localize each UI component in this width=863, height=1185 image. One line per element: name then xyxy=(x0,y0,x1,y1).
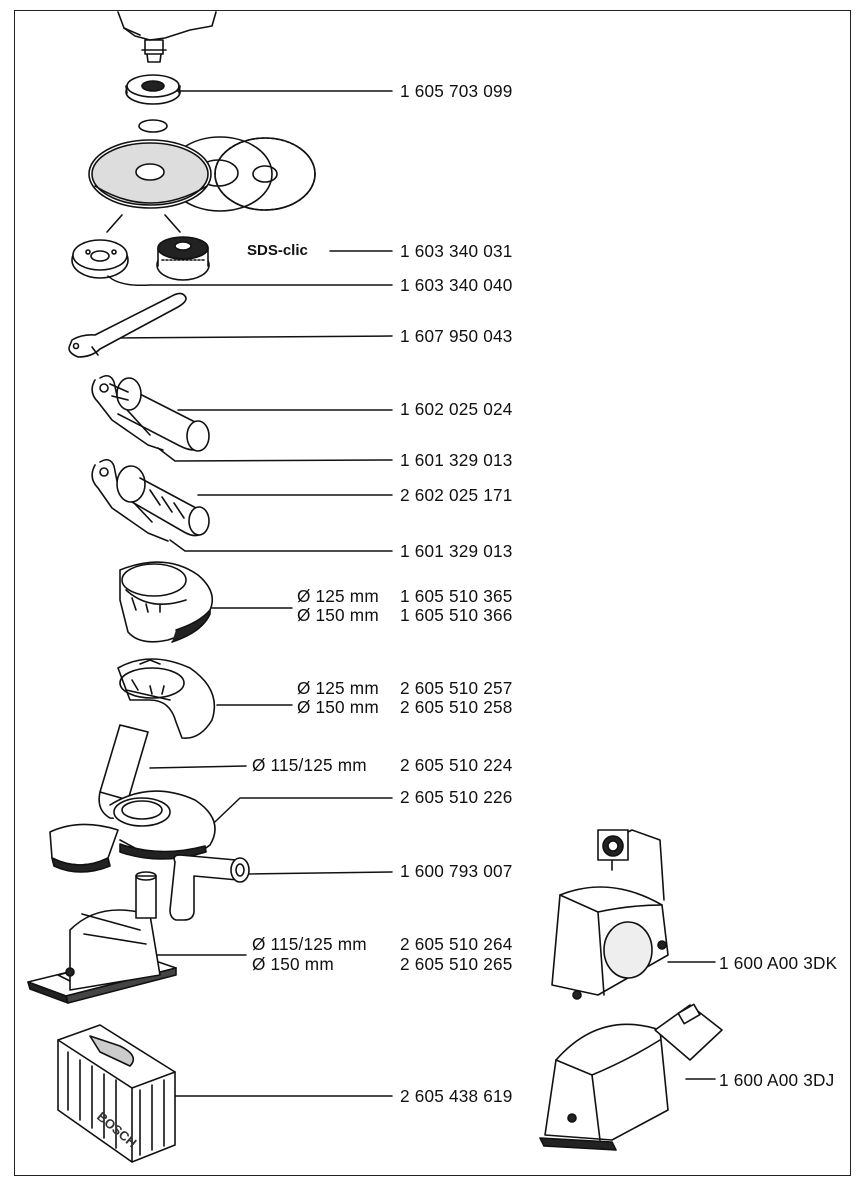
grinder-spindle-drawing xyxy=(117,11,217,63)
part-number: 1 605 510 366 xyxy=(400,605,513,625)
part-number: 2 605 510 224 xyxy=(400,755,513,775)
side-handle-drawing xyxy=(91,374,210,452)
guard-1-drawing xyxy=(119,561,214,643)
guard-2-drawing xyxy=(117,658,216,739)
size-label: Ø 115/125 mm xyxy=(252,755,367,775)
diagram-frame xyxy=(14,10,851,1176)
size-label: Ø 115/125 mm xyxy=(252,934,367,954)
part-number: 1 601 329 013 xyxy=(400,450,513,470)
part-number: 2 605 438 619 xyxy=(400,1086,513,1106)
cutting-guard-3dj-drawing xyxy=(539,1003,723,1151)
size-label: Ø 125 mm xyxy=(297,586,379,606)
part-number: 2 605 510 257 xyxy=(400,678,513,698)
part-number: 1 605 703 099 xyxy=(400,81,513,101)
part-number: 2 602 025 171 xyxy=(400,485,513,505)
size-label: Ø 150 mm xyxy=(297,697,379,717)
part-number: 1 603 340 031 xyxy=(400,241,513,261)
sds-clic-badge: SDS-clic xyxy=(247,242,308,259)
part-number: 1 607 950 043 xyxy=(400,326,513,346)
size-label: Ø 150 mm xyxy=(252,954,334,974)
part-number: 2 605 510 258 xyxy=(400,697,513,717)
part-number: 1 601 329 013 xyxy=(400,541,513,561)
part-number: 1 605 510 365 xyxy=(400,586,513,606)
cutting-discs-drawing xyxy=(88,136,316,233)
cutting-guard-3dk-drawing xyxy=(551,829,669,1000)
extraction-hood-drawing xyxy=(49,724,216,873)
part-number: 1 603 340 040 xyxy=(400,275,513,295)
flange-nuts-drawing xyxy=(71,236,210,281)
hose-adapter-drawing xyxy=(169,854,250,921)
part-number: 1 600 793 007 xyxy=(400,861,513,881)
part-number: 1 600 A00 3DK xyxy=(719,953,838,973)
two-pin-spanner-drawing xyxy=(68,292,187,358)
clamping-nut-drawing xyxy=(125,74,181,133)
part-number: 2 605 510 264 xyxy=(400,934,513,954)
vibration-handle-drawing xyxy=(91,458,210,542)
part-number: 2 605 510 265 xyxy=(400,954,513,974)
part-number: 2 605 510 226 xyxy=(400,787,513,807)
part-number: 1 600 A00 3DJ xyxy=(719,1070,835,1090)
carrying-case-drawing: BOSCH xyxy=(57,1024,176,1163)
size-label: Ø 150 mm xyxy=(297,605,379,625)
cutting-guide-drawing xyxy=(27,871,177,1004)
size-label: Ø 125 mm xyxy=(297,678,379,698)
part-number: 1 602 025 024 xyxy=(400,399,513,419)
